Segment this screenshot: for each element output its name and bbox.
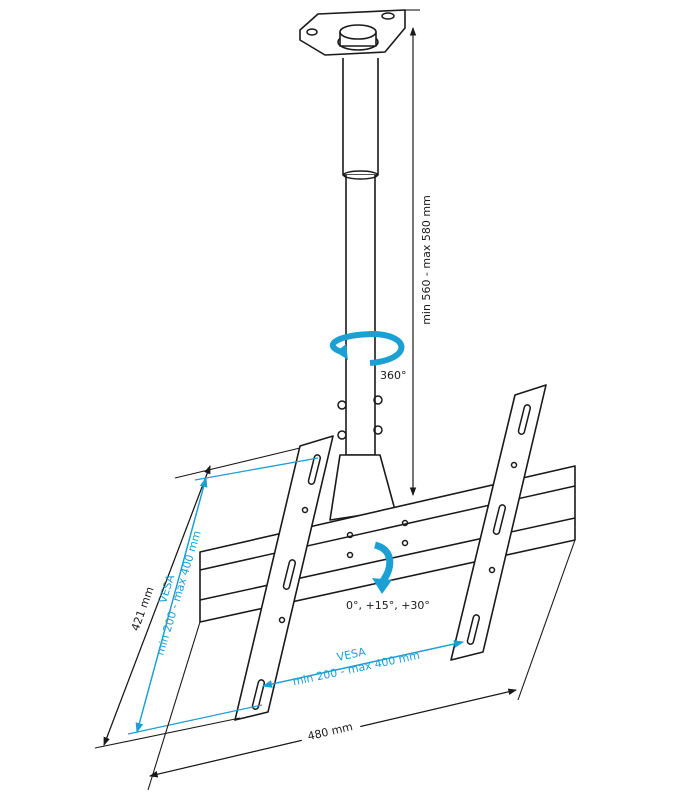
tilt-label: 0°, +15°, +30° <box>346 599 430 612</box>
right-vesa-plate <box>450 384 547 661</box>
ceiling-plate <box>299 9 406 56</box>
vesa-horizontal-title: VESA <box>336 645 368 664</box>
tilt-arrow-icon <box>372 541 394 594</box>
vesa-horizontal-dimension <box>261 640 465 688</box>
total-height-dimension <box>94 447 301 749</box>
width-label-background <box>299 715 361 743</box>
vesa-vertical-dimension <box>127 457 319 735</box>
total-height-label: 421 mm <box>129 585 157 633</box>
telescopic-pole <box>329 58 396 521</box>
rotation-arrow-icon <box>330 330 405 366</box>
left-vesa-plate <box>234 435 334 721</box>
rotation-label: 360° <box>380 369 407 382</box>
height-dimension <box>405 9 420 497</box>
height-range-label: min 560 - max 580 mm <box>420 195 433 325</box>
